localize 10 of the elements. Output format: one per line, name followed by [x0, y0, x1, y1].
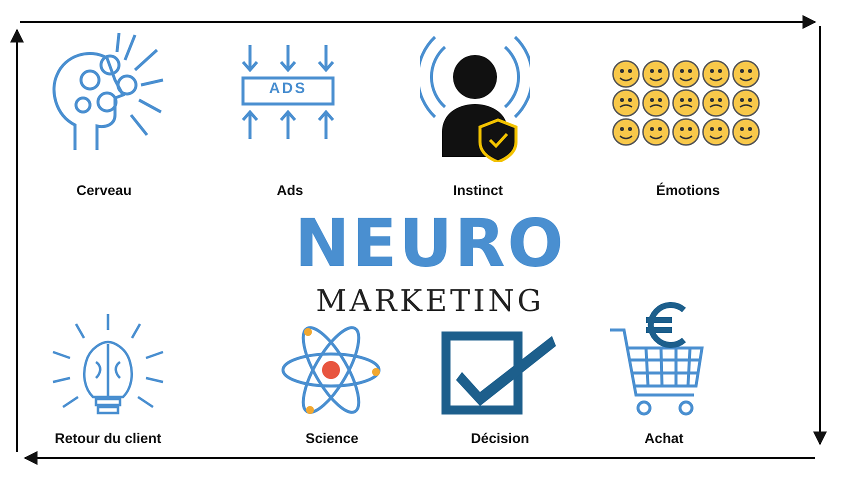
item-label: Retour du client — [54, 430, 162, 446]
icon-text: ADS — [269, 80, 307, 97]
item-label: Ads — [276, 182, 304, 198]
item-label: Cerveau — [76, 182, 132, 198]
item-label: Instinct — [453, 182, 503, 198]
item-label: Émotions — [656, 182, 720, 198]
item-label: Décision — [470, 430, 530, 446]
title: NEURO MARKETING — [294, 208, 566, 321]
item-label: Achat — [644, 430, 684, 446]
item-label: Science — [306, 430, 358, 446]
